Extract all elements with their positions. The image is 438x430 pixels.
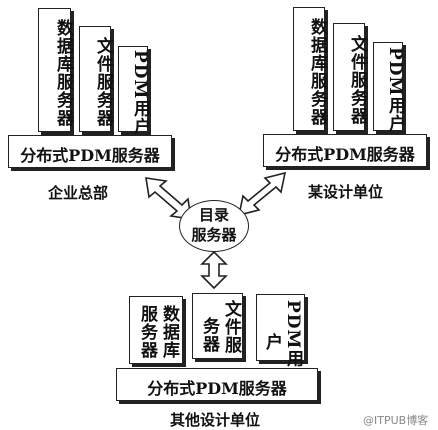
design-db-server-label: 数据库服务器 xyxy=(307,18,327,126)
design-pdm-server-box xyxy=(263,134,427,167)
hq-pdm-user-label: PDM用户 xyxy=(130,50,150,136)
other-file-server-box xyxy=(192,293,243,359)
directory-server-ellipse xyxy=(179,200,249,252)
other-pdm-server-label: 分布式PDM服务器 xyxy=(147,379,287,398)
hq-pdm-server-box xyxy=(8,135,172,168)
other-db-server-col1: 服务器 xyxy=(137,305,157,359)
hq-file-server-label: 文件服务器 xyxy=(93,37,113,127)
design-pdm-user-box xyxy=(373,42,403,131)
other-pdm-user-box xyxy=(256,294,305,361)
design-file-server-box xyxy=(333,23,365,131)
other-units-label: 其他设计单位 xyxy=(170,411,261,429)
other-pdm-server-box xyxy=(116,368,318,401)
hq-db-server-label: 数据库服务器 xyxy=(53,19,73,127)
design-unit-label: 某设计单位 xyxy=(308,183,384,201)
hq-pdm-server-label: 分布式PDM服务器 xyxy=(20,146,160,165)
design-pdm-server-label: 分布式PDM服务器 xyxy=(275,145,415,164)
arrow-directory-other xyxy=(200,250,228,290)
other-pdm-user-col1: 户 xyxy=(262,333,282,351)
other-file-server-col1: 务器 xyxy=(199,317,219,353)
design-pdm-user-label: PDM用户 xyxy=(385,47,405,133)
directory-server-line2: 服务器 xyxy=(191,226,237,244)
other-pdm-user-col2: PDM用 xyxy=(283,300,303,368)
other-db-server-box xyxy=(129,296,183,364)
design-db-server-box xyxy=(293,7,325,131)
design-file-server-label: 文件服务器 xyxy=(347,35,367,125)
directory-server-line1: 目录 xyxy=(198,206,229,224)
hq-db-server-box xyxy=(38,8,71,132)
hq-pdm-user-box xyxy=(118,46,148,132)
hq-file-server-box xyxy=(79,26,111,132)
hq-label: 企业总部 xyxy=(48,184,109,202)
other-db-server-col2: 数据库 xyxy=(159,305,179,359)
other-file-server-col2: 文件服 xyxy=(221,300,241,354)
watermark: @ITPUB博客 xyxy=(363,414,429,427)
